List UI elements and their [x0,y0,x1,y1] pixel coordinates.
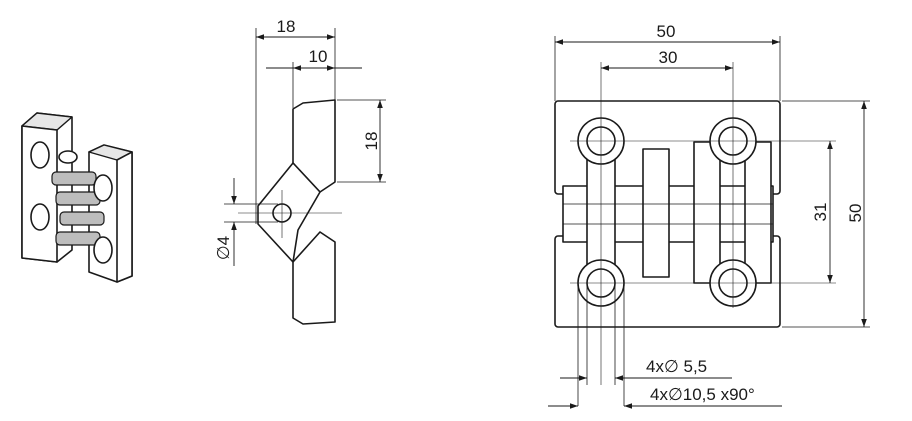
front-view: 50 30 31 50 4x∅ 5,5 4x∅10,5 x90° [548,22,870,409]
side-leaf-lower [292,231,336,325]
dim-leaf-width: 10 [309,47,328,66]
iso-knuckle [51,171,97,186]
side-view: 18 10 18 ∅4 [214,17,386,325]
dim-hole-spacing-x: 30 [659,48,678,67]
dim-pin-diameter: ∅4 [214,236,233,260]
note-countersink: 4x∅10,5 x90° [650,385,755,404]
isometric-view [21,112,133,283]
dim-overall-width: 50 [657,22,676,41]
dim-total-width: 18 [277,17,296,36]
dim-hole-spacing-y: 31 [811,203,830,222]
dim-overall-height: 50 [846,204,865,223]
dim-leaf-height: 18 [362,132,381,151]
iso-hole [30,141,50,169]
note-hole-diameter: 4x∅ 5,5 [646,357,707,376]
